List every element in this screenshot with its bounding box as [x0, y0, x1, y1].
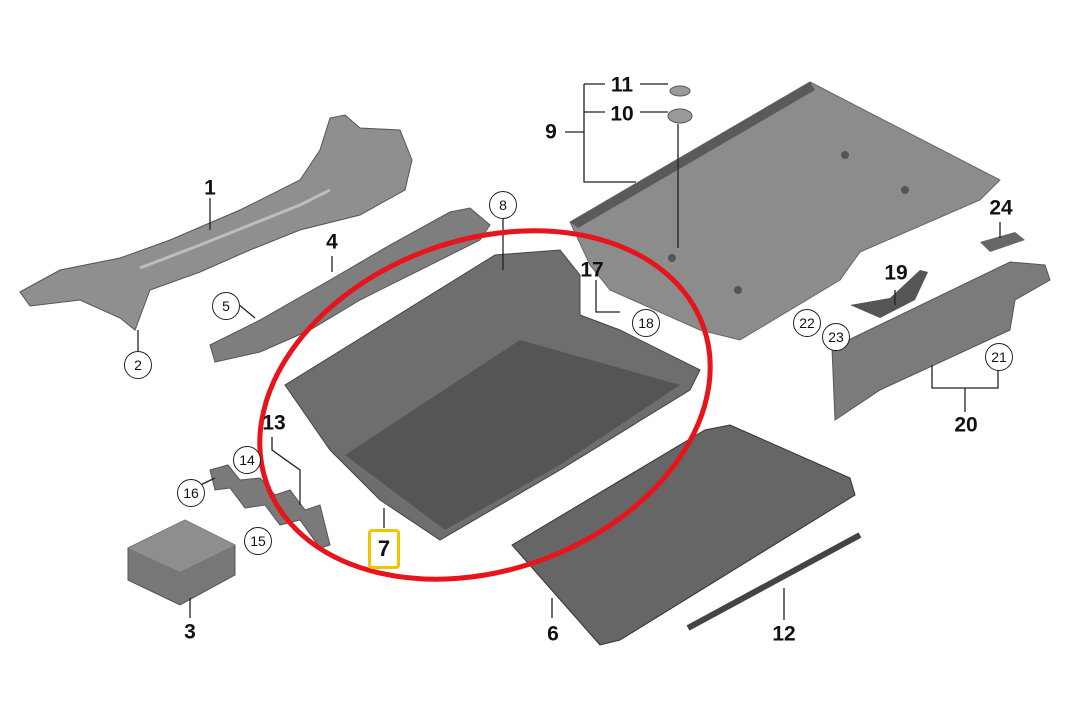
- callout-12: 12: [772, 622, 796, 646]
- callout-23: 23: [822, 323, 850, 351]
- callout-11: 11: [610, 73, 634, 97]
- callout-17: 17: [580, 258, 604, 282]
- callout-16: 16: [177, 479, 205, 507]
- part-10-grommet: [667, 108, 693, 124]
- callout-1: 1: [204, 176, 216, 200]
- callout-19: 19: [884, 261, 908, 285]
- highlight-ellipse: [257, 228, 713, 582]
- callout-20: 20: [954, 413, 978, 437]
- part-20-sill-trim: [831, 261, 1051, 421]
- callout-15: 15: [244, 527, 272, 555]
- callout-13: 13: [262, 411, 286, 435]
- part-12-strip: [686, 532, 862, 631]
- callout-3: 3: [184, 620, 196, 644]
- callout-10: 10: [610, 102, 634, 126]
- part-1-trim-panel: [19, 114, 413, 331]
- part-24-clip: [980, 232, 1025, 252]
- part-7-storage-tray: [284, 249, 701, 541]
- callout-9: 9: [545, 120, 557, 144]
- callout-24: 24: [989, 196, 1013, 220]
- callout-8: 8: [489, 191, 517, 219]
- part-6-mat: [511, 424, 856, 646]
- part-11-nut: [669, 85, 691, 97]
- callout-21: 21: [985, 343, 1013, 371]
- leader-lines: [137, 83, 1001, 620]
- part-19-cover: [850, 270, 928, 318]
- callout-14: 14: [233, 446, 261, 474]
- callout-22: 22: [793, 309, 821, 337]
- part-13-clip-strip: [209, 464, 331, 549]
- callout-5: 5: [212, 292, 240, 320]
- callout-4: 4: [326, 230, 338, 254]
- part-9-floor-panel: [569, 81, 1001, 341]
- callout-18: 18: [632, 309, 660, 337]
- callout-6: 6: [547, 622, 559, 646]
- part-3-foam-block: [127, 519, 236, 606]
- callout-7-highlighted: 7: [368, 529, 400, 569]
- callout-2: 2: [124, 351, 152, 379]
